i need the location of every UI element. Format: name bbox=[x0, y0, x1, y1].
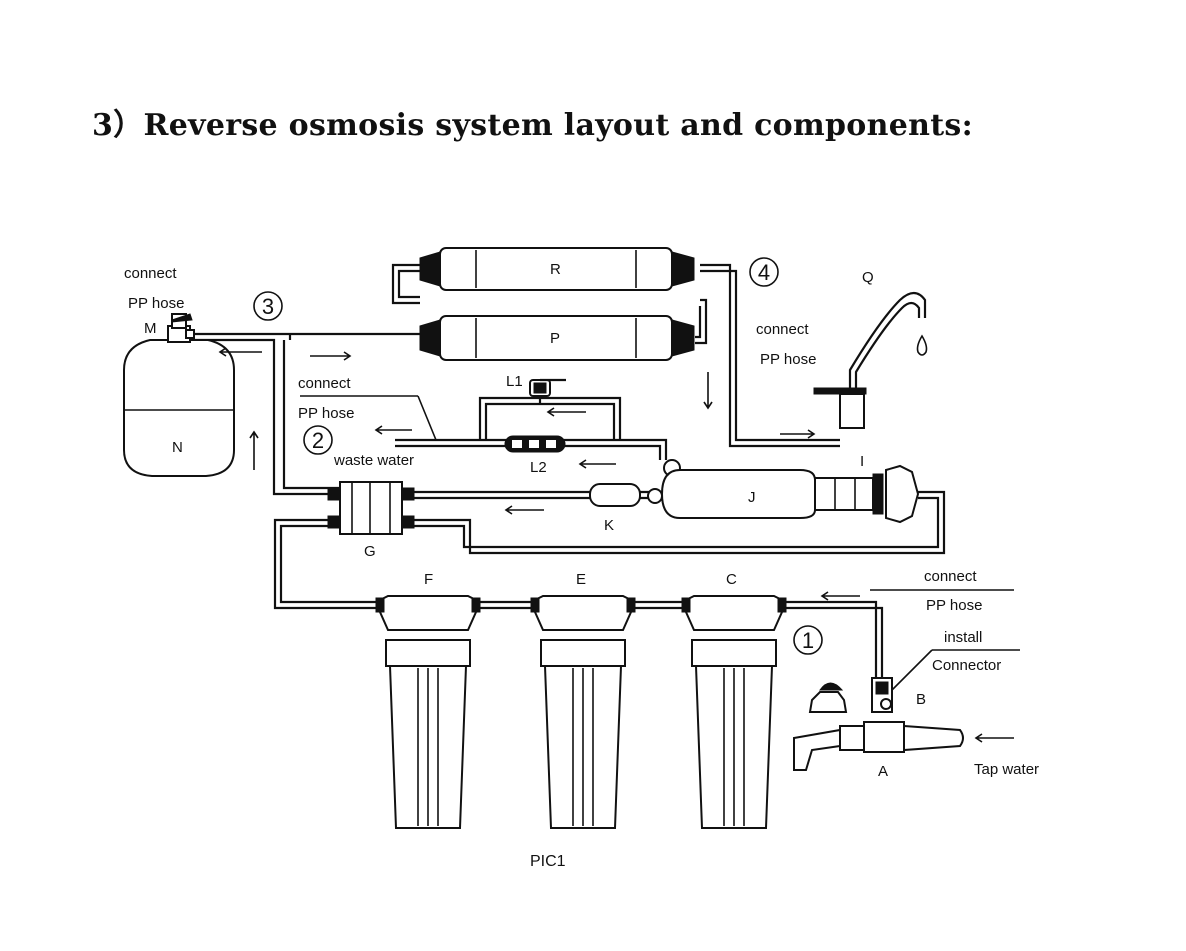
flow-restrictor-l2 bbox=[504, 435, 566, 453]
annotation-connect-pp-hose-drain: connect bbox=[298, 375, 351, 392]
pipe-f-e bbox=[476, 600, 535, 610]
arrow-down-icon bbox=[703, 372, 713, 410]
label-l2: L2 bbox=[530, 459, 547, 476]
arrow-left-icon bbox=[578, 459, 616, 469]
label-k: K bbox=[604, 517, 614, 534]
step-1-marker: 1 bbox=[793, 625, 823, 655]
arrow-up-icon bbox=[249, 430, 259, 470]
inlet-connector-b bbox=[871, 677, 893, 713]
svg-text:1: 1 bbox=[802, 628, 814, 653]
annotation-install: install bbox=[944, 629, 982, 646]
svg-text:2: 2 bbox=[312, 428, 324, 453]
arrow-left-icon bbox=[218, 347, 262, 357]
label-g: G bbox=[364, 543, 376, 560]
label-b: B bbox=[916, 691, 926, 708]
label-r: R bbox=[550, 261, 561, 278]
arrow-right-icon bbox=[310, 351, 352, 361]
annotation-connect-pp-hose-m-2: PP hose bbox=[128, 295, 184, 312]
label-q: Q bbox=[862, 269, 874, 286]
svg-text:3: 3 bbox=[262, 294, 274, 319]
step-4-marker: 4 bbox=[749, 257, 779, 287]
arrow-left-icon bbox=[504, 505, 544, 515]
pipes bbox=[192, 263, 946, 680]
filter-housing-e bbox=[530, 595, 636, 829]
arrow-left-icon bbox=[374, 425, 412, 435]
annotation-connect-pp-hose-drain-2: PP hose bbox=[298, 405, 354, 422]
pipe-e-c bbox=[632, 600, 685, 610]
label-l1: L1 bbox=[506, 373, 523, 390]
pipe-g-to-f bbox=[273, 518, 380, 610]
step-2-marker: 2 bbox=[303, 425, 333, 455]
figure-caption: PIC1 bbox=[530, 853, 566, 870]
filter-housing-c bbox=[681, 595, 787, 829]
annotation-connect-pp-hose-m: connect bbox=[124, 265, 177, 282]
annotation-connector: Connector bbox=[932, 657, 1001, 674]
step-3-marker: 3 bbox=[253, 291, 283, 321]
label-e: E bbox=[576, 571, 586, 588]
filter-housing-f bbox=[375, 595, 481, 829]
label-f: F bbox=[424, 571, 433, 588]
pipe-j-to-g bbox=[402, 490, 650, 500]
annotation-tap-water: Tap water bbox=[974, 761, 1039, 778]
label-m: M bbox=[144, 320, 157, 337]
pressure-tank-n bbox=[123, 313, 235, 477]
arrow-right-icon bbox=[780, 429, 816, 439]
annotation-connect-pp-hose-q-2: PP hose bbox=[760, 351, 816, 368]
tap-a bbox=[793, 682, 964, 771]
annotation-connect-pp-hose-inlet: connect bbox=[924, 568, 977, 585]
pipe-r-p-left-loop bbox=[391, 263, 420, 305]
pipe-r-p-right-loop bbox=[695, 298, 708, 345]
pipe-c-to-inlet bbox=[782, 600, 884, 680]
label-n: N bbox=[172, 439, 183, 456]
post-filter-p bbox=[419, 315, 695, 361]
page-title: 3）Reverse osmosis system layout and comp… bbox=[92, 108, 973, 143]
pipe-tank-to-p bbox=[192, 332, 420, 496]
label-c: C bbox=[726, 571, 737, 588]
arrow-left-icon bbox=[820, 591, 860, 601]
annotation-waste-water: waste water bbox=[333, 452, 414, 469]
check-valve-k bbox=[589, 483, 641, 507]
label-i: I bbox=[860, 453, 864, 470]
pipe-g-to-i bbox=[402, 490, 946, 555]
label-j: J bbox=[748, 489, 756, 506]
connector-block-g bbox=[327, 481, 415, 535]
valve-l1 bbox=[529, 378, 566, 404]
annotation-connect-pp-hose-q: connect bbox=[756, 321, 809, 338]
membrane-housing-r bbox=[419, 247, 695, 291]
flow-arrows bbox=[218, 347, 1014, 743]
pipe-drain bbox=[395, 438, 668, 460]
leader-lines bbox=[300, 395, 1020, 691]
membrane-housing-j bbox=[647, 459, 920, 524]
tank-valve-m bbox=[185, 329, 195, 339]
annotation-connect-pp-hose-inlet-2: PP hose bbox=[926, 597, 982, 614]
faucet-q bbox=[813, 291, 928, 429]
svg-text:4: 4 bbox=[758, 260, 770, 285]
arrow-left-icon bbox=[974, 733, 1014, 743]
label-p: P bbox=[550, 330, 560, 347]
arrow-left-icon bbox=[546, 407, 586, 417]
pipe-l1-bypass bbox=[478, 396, 622, 440]
pipe-r-to-faucet bbox=[700, 263, 840, 448]
label-a: A bbox=[878, 763, 888, 780]
